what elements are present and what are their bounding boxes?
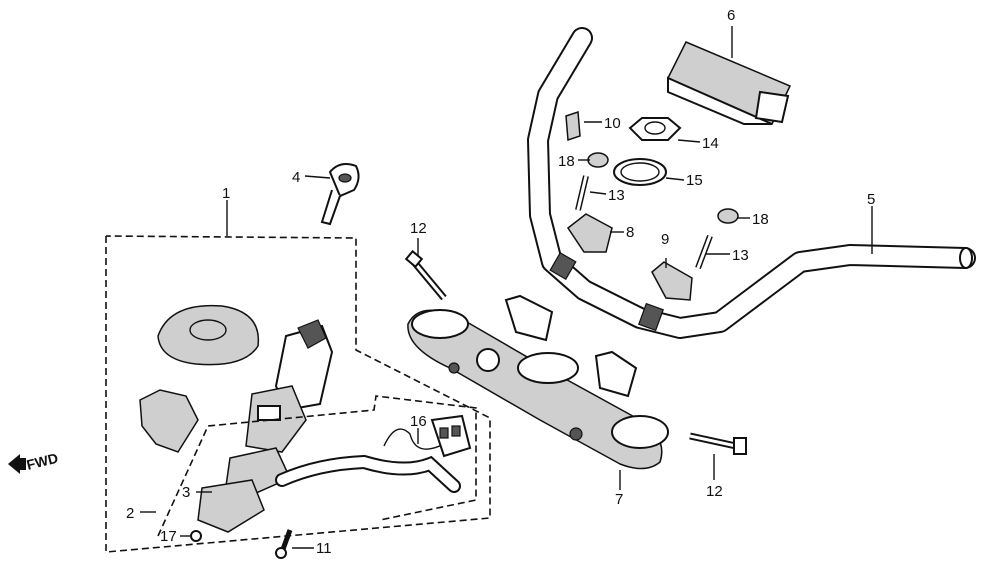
forward-direction-indicator: FWD [8, 450, 60, 474]
callout-9: 9 [661, 231, 669, 248]
callout-3: 3 [182, 484, 190, 501]
callout-13-left: 13 [608, 187, 625, 204]
wiring-harness [275, 414, 472, 493]
fwd-label: FWD [25, 450, 60, 473]
callout-14: 14 [702, 135, 719, 152]
top-bridge [407, 294, 669, 470]
callout-7: 7 [615, 491, 623, 508]
callout-numbers: 1 2 3 4 5 6 7 8 9 10 11 12 12 13 13 14 1… [126, 7, 875, 557]
callout-8: 8 [626, 224, 634, 241]
callout-2: 2 [126, 505, 134, 522]
handlebar-small-parts [565, 110, 739, 301]
group-outline-2 [157, 395, 477, 537]
handlebar [527, 27, 976, 339]
callout-6: 6 [727, 7, 735, 24]
callout-11: 11 [316, 540, 332, 557]
callout-18-left: 18 [558, 153, 575, 170]
bolts-11-17 [190, 529, 293, 559]
callout-5: 5 [867, 191, 875, 208]
key [320, 163, 360, 226]
callout-15: 15 [686, 172, 703, 189]
callout-13-right: 13 [732, 247, 749, 264]
callout-10: 10 [604, 115, 621, 132]
callout-16: 16 [410, 413, 427, 430]
callout-18-right: 18 [752, 211, 769, 228]
bolts-12 [404, 249, 747, 455]
callout-12-bottom: 12 [706, 483, 723, 500]
callout-1: 1 [222, 185, 230, 202]
leader-lines [140, 26, 873, 549]
handlebar-weight [666, 41, 792, 125]
callout-12-top: 12 [410, 220, 427, 237]
ignition-switch-assembly [139, 304, 334, 533]
callout-4: 4 [292, 169, 300, 186]
callout-17: 17 [160, 528, 177, 545]
